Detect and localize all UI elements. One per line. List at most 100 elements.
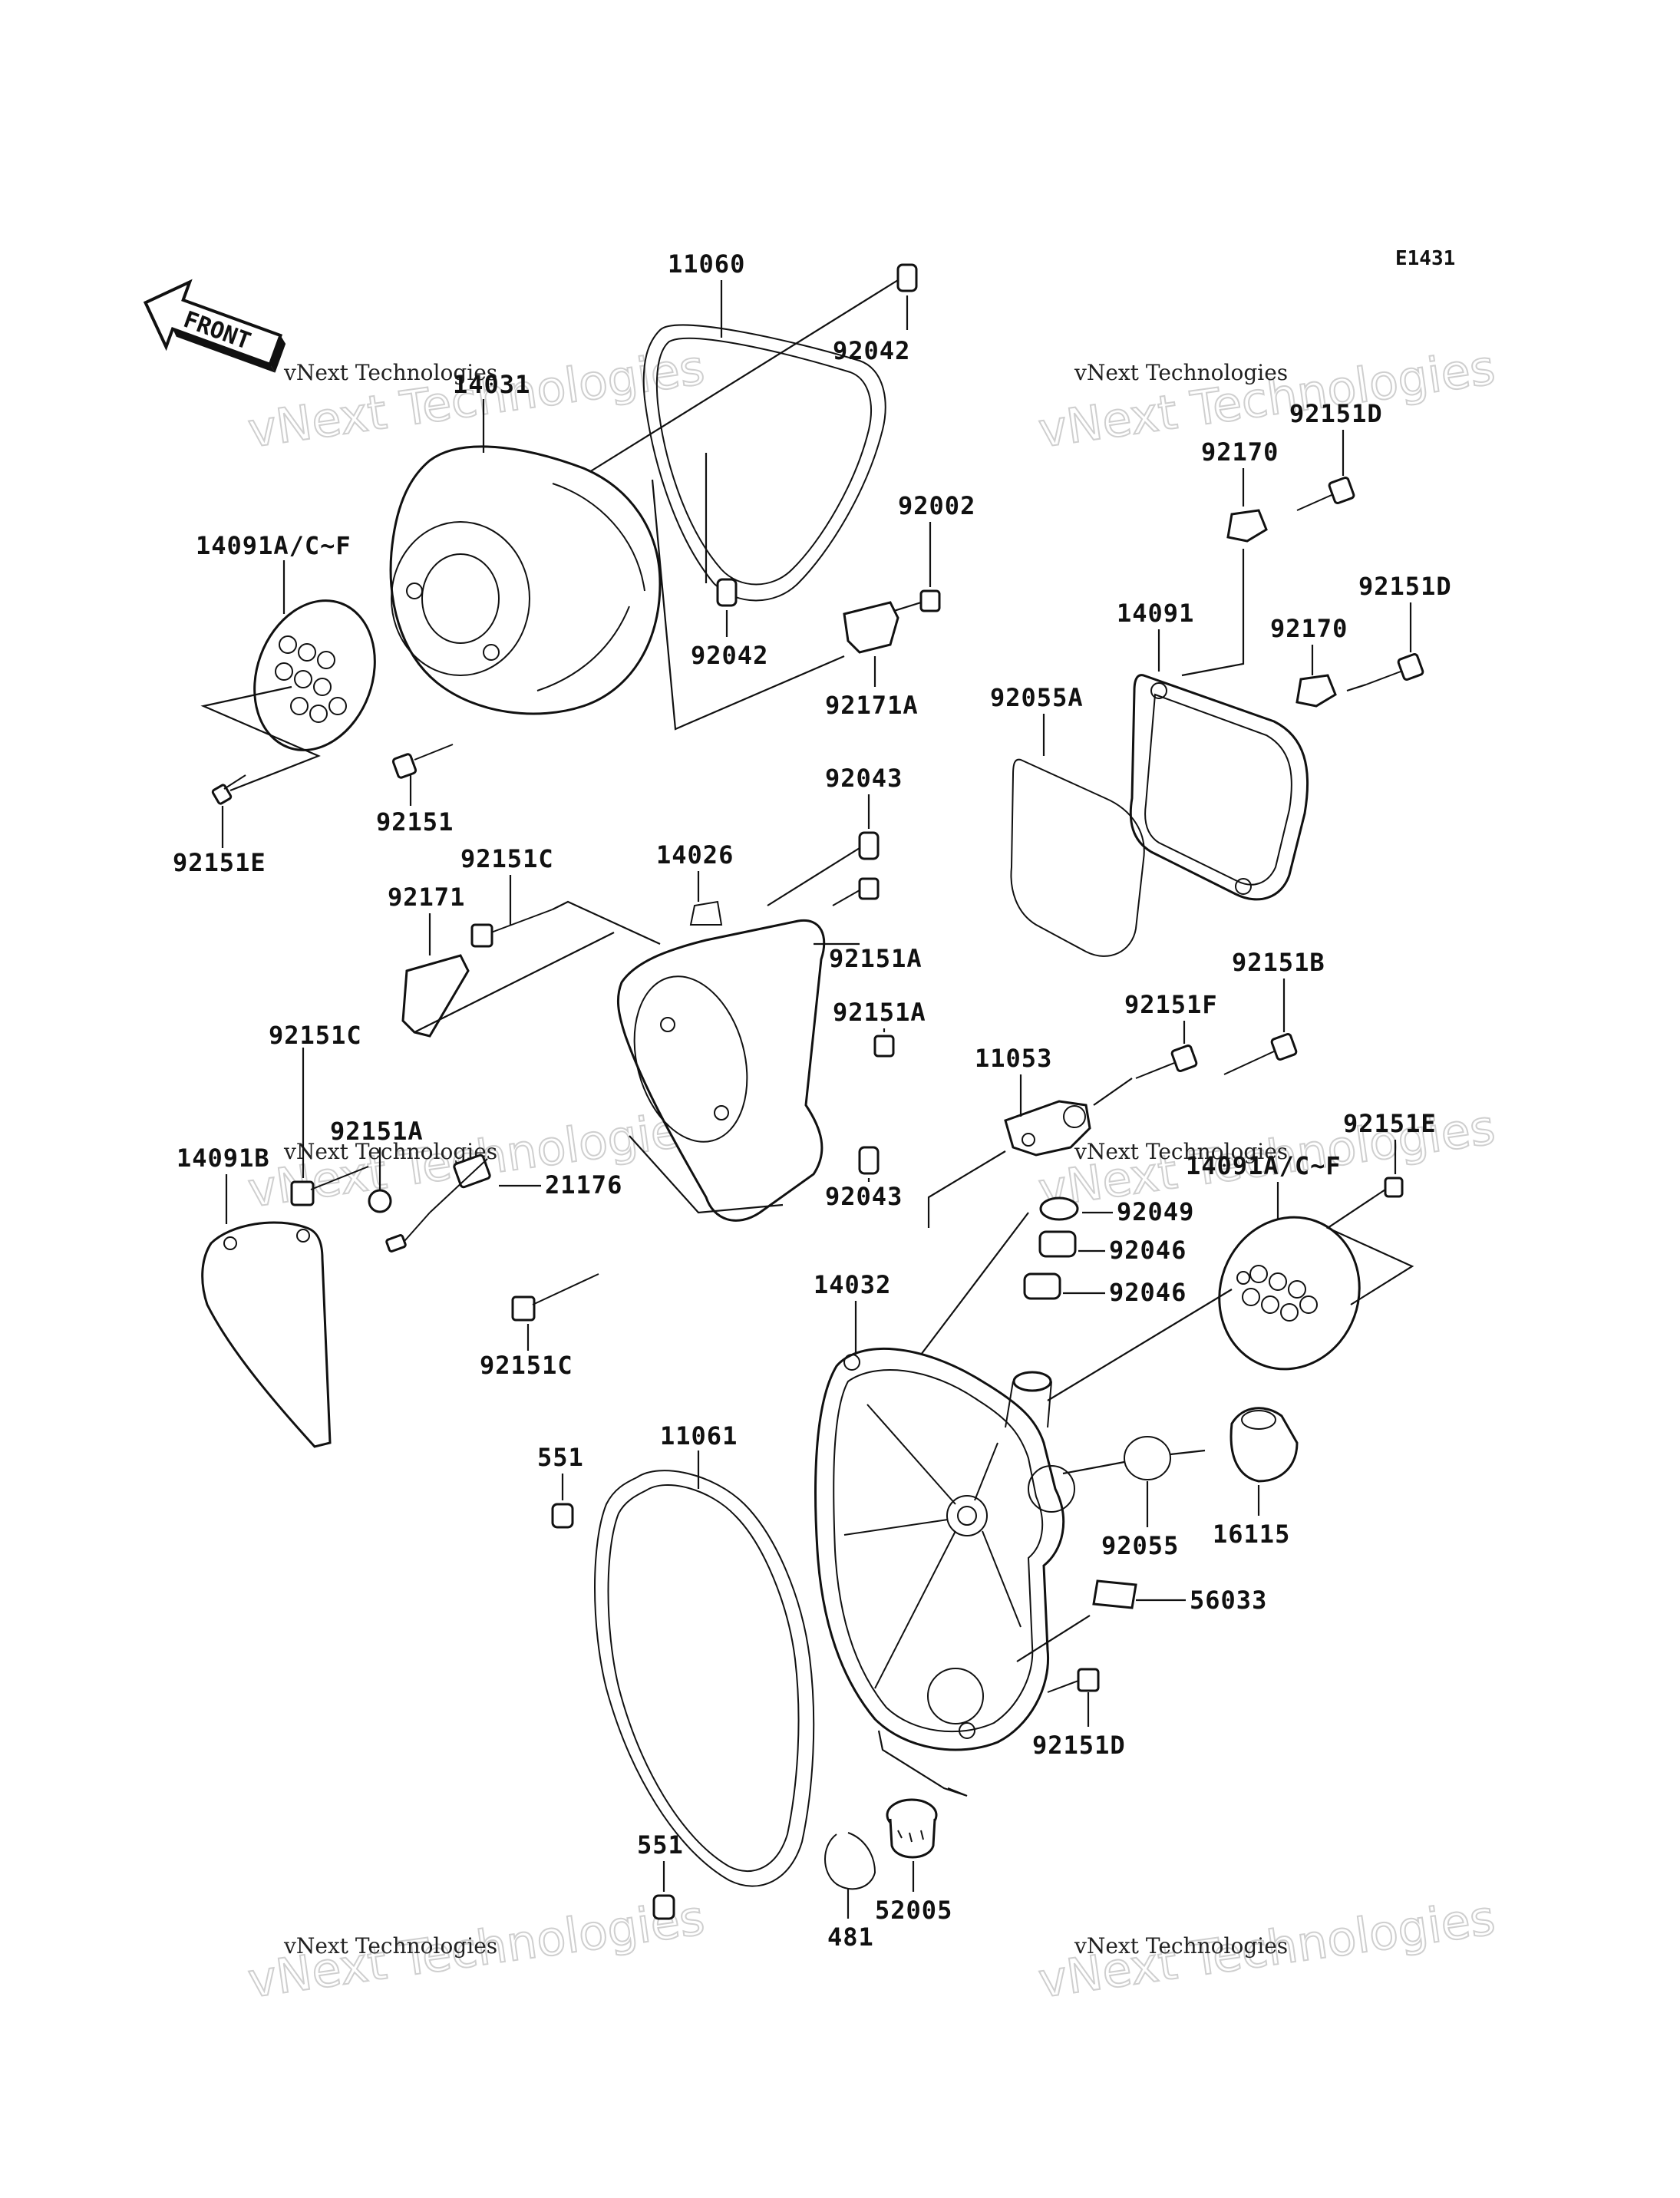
dowel-551-bot [652, 1894, 675, 1920]
reference-code: E1431 [1395, 247, 1455, 270]
watermark-bottom-left: vNext Technologies vNext Technologies [244, 1889, 708, 2010]
leader-92151c-top-axis [552, 900, 661, 945]
label-16115: 16115 [1213, 1520, 1290, 1549]
label-92151c-top: 92151C [460, 844, 554, 873]
label-14032: 14032 [814, 1270, 891, 1299]
clutch-cover-14032 [814, 1348, 1075, 1751]
svg-text:vNext Technologies: vNext Technologies [1074, 360, 1288, 385]
gasket-11061 [594, 1470, 815, 1887]
bracket-11053 [1004, 1100, 1091, 1157]
oring-92055 [1124, 1436, 1171, 1480]
label-92171a: 92171A [825, 691, 919, 720]
watermark-bottom-right: vNext Technologies vNext Technologies [1035, 1889, 1499, 2010]
label-92042-top: 92042 [833, 336, 910, 365]
label-92151d-top: 92151D [1289, 399, 1383, 428]
svg-text:vNext Technologies: vNext Technologies [283, 1139, 497, 1164]
label-92151d-bot: 92151D [1032, 1731, 1126, 1760]
leader-group-92151e [200, 685, 321, 792]
label-92151f: 92151F [1124, 990, 1218, 1019]
leader-cover-bracket [651, 479, 845, 731]
bracket-92171 [401, 954, 470, 1038]
cover-14091 [1129, 674, 1309, 901]
axis-line-bolt-bracket [1093, 1078, 1133, 1106]
clamp-92171a [843, 601, 899, 654]
bolt-92151 [391, 744, 454, 779]
bolt-92151a-mid [873, 1035, 895, 1058]
label-92151b: 92151B [1232, 948, 1325, 977]
label-14026: 14026 [656, 840, 734, 870]
label-92151a-left: 92151A [330, 1117, 424, 1146]
label-92049: 92049 [1117, 1197, 1194, 1226]
bearing-92046-a [1038, 1230, 1077, 1258]
label-92055: 92055 [1101, 1531, 1179, 1560]
gasket-11060 [642, 324, 886, 602]
axis-line-top [583, 279, 899, 477]
leader-92170-cover [1181, 549, 1245, 677]
axis-line-cover-bearings [920, 1212, 1029, 1355]
label-92046-a: 92046 [1109, 1236, 1187, 1265]
dowel-551-top [551, 1503, 574, 1529]
label-92170-top: 92170 [1201, 437, 1279, 467]
plate-14091acf-left [253, 599, 376, 751]
circlip-481 [824, 1832, 876, 1890]
bolt-92151e-left [211, 774, 246, 805]
svg-text:vNext Technologies: vNext Technologies [1074, 1139, 1288, 1164]
label-92151e-right: 92151E [1343, 1109, 1437, 1138]
bolt-92151e-right [1373, 1177, 1404, 1198]
dowel-92043-bot [858, 1146, 880, 1175]
label-92042-mid: 92042 [691, 641, 768, 670]
label-92002: 92002 [898, 491, 975, 520]
bolt-92151c-mid [290, 1166, 369, 1206]
label-14091: 14091 [1117, 599, 1194, 628]
label-11061: 11061 [660, 1421, 738, 1450]
dowel-92043-top [858, 831, 880, 860]
plate-14091b [201, 1221, 332, 1448]
bearing-92046-b [1023, 1272, 1061, 1300]
label-92151d-mid: 92151D [1358, 572, 1452, 601]
bolt-92151f [1135, 1045, 1198, 1079]
label-92151a-mid: 92151A [833, 998, 926, 1027]
bolt-92151c-bot [511, 1273, 599, 1322]
label-14091acf-right: 14091A/C~F [1186, 1151, 1342, 1180]
label-52005: 52005 [875, 1896, 952, 1925]
sensor-21176 [385, 1153, 491, 1252]
bolt-92002 [919, 589, 941, 612]
bolt-92151a-left [368, 1189, 392, 1213]
plate-14091acf-right [1218, 1216, 1361, 1371]
label-92151: 92151 [376, 807, 454, 837]
label-92151c-mid: 92151C [269, 1021, 362, 1050]
label-92170-mid: 92170 [1270, 614, 1348, 643]
label-92151e-left: 92151E [173, 848, 266, 877]
bolt-92151d-bot [1047, 1668, 1100, 1693]
label-56033: 56033 [1190, 1586, 1267, 1615]
leader-92043-top-axis [767, 847, 860, 906]
label-92043-top: 92043 [825, 764, 903, 793]
clip-92170-mid [1295, 674, 1337, 708]
cover-14026 [617, 900, 826, 1222]
bolt-92151a-top [832, 877, 880, 906]
label-11053: 11053 [975, 1044, 1052, 1073]
svg-text:vNext Technologies: vNext Technologies [283, 1933, 497, 1959]
label-14031: 14031 [453, 370, 530, 399]
label-21176: 21176 [545, 1170, 622, 1200]
label-551-top: 551 [537, 1443, 584, 1472]
label-481: 481 [827, 1922, 874, 1952]
bolt-92151d-top [1296, 477, 1355, 511]
seal-52005 [886, 1798, 938, 1859]
ring-92049 [1039, 1196, 1079, 1221]
axis-line-cover-plate [1047, 1289, 1233, 1401]
label-11060: 11060 [668, 249, 745, 279]
label-14091b: 14091B [177, 1144, 270, 1173]
front-arrow-icon: FRONT [143, 279, 286, 373]
svg-text:vNext Technologies: vNext Technologies [283, 360, 497, 385]
generator-cover-14031 [389, 445, 662, 715]
label-plate-56033 [1092, 1579, 1137, 1609]
svg-text:vNext Technologies: vNext Technologies [1074, 1933, 1288, 1959]
clip-92170-top [1226, 509, 1268, 543]
label-92043-bot: 92043 [825, 1182, 903, 1211]
label-14091acf-left: 14091A/C~F [196, 531, 352, 560]
leader-92151d-mid-axis [1346, 683, 1367, 692]
bolt-92151c-top [470, 909, 553, 948]
leader-92055-axis [1062, 1460, 1125, 1475]
